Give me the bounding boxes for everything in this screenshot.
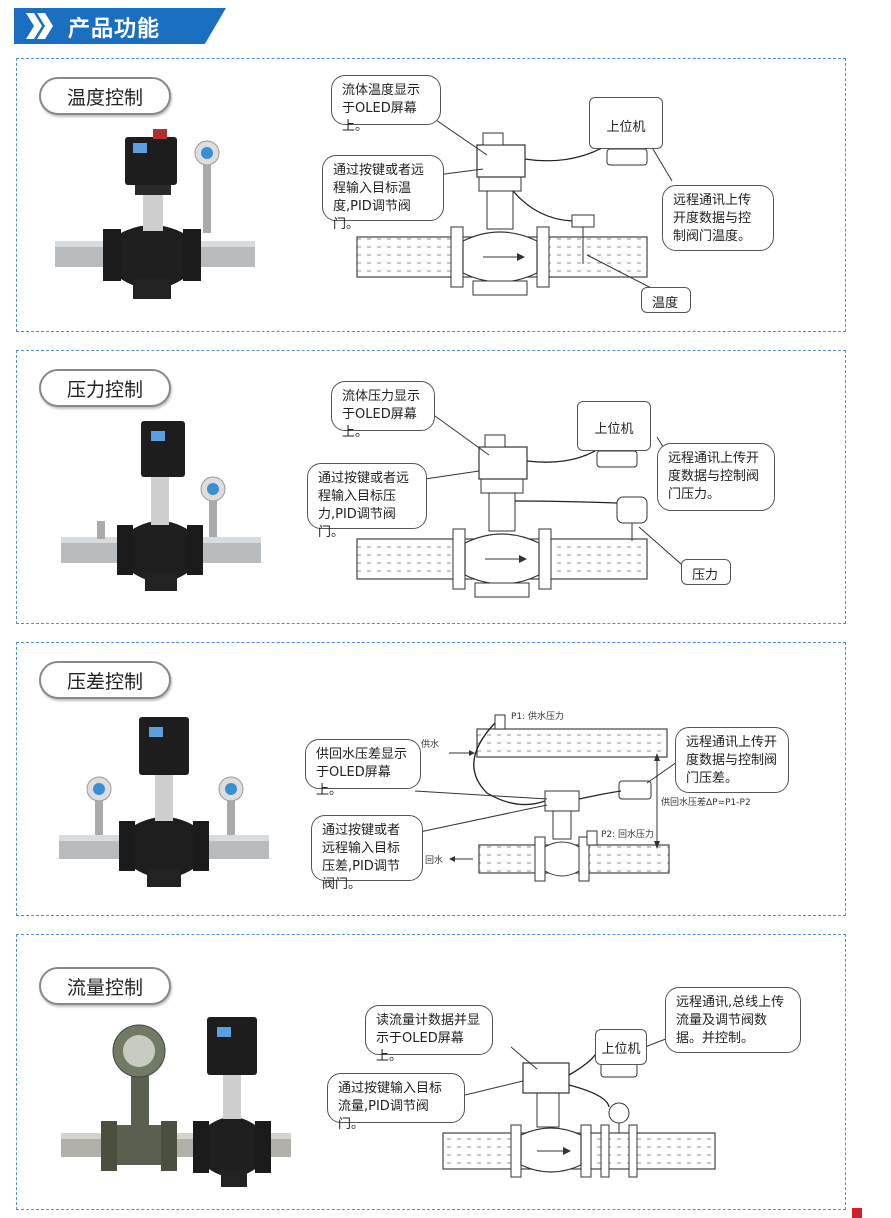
host-computer-box: 上位机 [577, 401, 651, 451]
input-callout: 通过按键或者远程输入目标压力,PID调节阀门。 [307, 463, 427, 540]
input-callout: 通过按键输入目标流量,PID调节阀门。 [327, 1073, 465, 1132]
section-differential-pressure-control: 压差控制 [16, 642, 846, 916]
valve-photo [61, 421, 261, 591]
section-title: 压差控制 [39, 661, 171, 699]
valve-photo [59, 717, 269, 887]
section-title: 温度控制 [39, 77, 171, 115]
sensor-label: 温度 [641, 287, 691, 313]
input-callout: 通过按键或者远程输入目标压差,PID调节阀门。 [311, 815, 423, 892]
input-callout: 通过按键或者远程输入目标温度,PID调节阀门。 [322, 155, 444, 232]
section-title: 压力控制 [39, 369, 171, 407]
return-water-label: 回水 [425, 856, 444, 866]
display-callout: 供回水压差显示于OLED屏幕上。 [305, 739, 421, 798]
page-title: 产品功能 [68, 17, 161, 42]
remote-callout: 远程通讯上传开度数据与控制阀门压力。 [657, 443, 775, 511]
display-callout: 流体温度显示于OLED屏幕上。 [331, 75, 441, 134]
section-title: 流量控制 [39, 967, 171, 1005]
page-corner-mark [852, 1208, 862, 1218]
supply-water-label: 供水 [421, 740, 440, 750]
section-temperature-control: 温度控制 [16, 58, 846, 332]
differential-pressure-diagram [414, 714, 688, 882]
display-callout: 读流量计数据并显示于OLED屏幕上。 [365, 1005, 493, 1064]
valve-photo [61, 1017, 291, 1187]
temperature-control-diagram [356, 106, 673, 296]
section-pressure-control: 压力控制 流体压力显示于OLED屏幕 [16, 350, 846, 624]
remote-callout: 远程通讯上传开度数据与控制阀门压差。 [675, 727, 789, 793]
host-computer-box: 上位机 [589, 97, 663, 149]
p2-label: P2: 回水压力 [601, 830, 655, 840]
section-flow-control: 流量控制 [16, 934, 846, 1210]
p1-label: P1: 供水压力 [511, 712, 565, 722]
sensor-label: 压力 [681, 559, 731, 585]
display-callout: 流体压力显示于OLED屏幕上。 [331, 381, 435, 440]
pressure-control-diagram [356, 402, 690, 598]
remote-callout: 远程通讯,总线上传流量及调节阀数据。并控制。 [665, 987, 801, 1053]
valve-photo [55, 129, 255, 299]
delta-p-label: 供回水压差ΔP=P1-P2 [661, 798, 751, 808]
remote-callout: 远程通讯上传开度数据与控制阀门温度。 [662, 185, 774, 251]
host-computer-box: 上位机 [595, 1029, 647, 1065]
double-chevron-icon [26, 13, 53, 39]
flow-control-diagram [442, 1022, 716, 1178]
